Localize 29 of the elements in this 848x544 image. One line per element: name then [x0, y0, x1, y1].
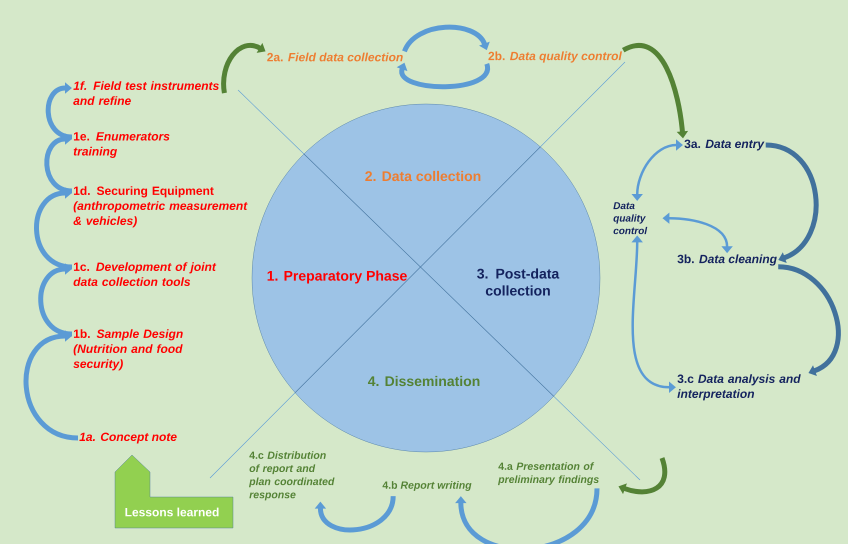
- phase-label: 2. Data collection: [365, 170, 480, 182]
- step-label: 1d. Securing Equipment (anthropometric measurement & vehicles): [73, 186, 248, 228]
- step-label: 1a. Concept note: [79, 432, 177, 444]
- curved-arrow: [46, 82, 72, 140]
- step-label: 1c. Development of joint data collection tools: [74, 262, 216, 286]
- step-label: 4.c Distribution of report and plan coordinated response: [248, 451, 335, 500]
- step-label: 1e. Enumerators training: [74, 132, 170, 158]
- step-label: 3.c Data analysis and interpretation: [677, 374, 801, 400]
- step-label: 4.b Report writing: [382, 481, 472, 491]
- curved-arrow: [24, 330, 78, 440]
- step-label: 3b. Data cleaning: [678, 254, 777, 266]
- step-label: 2a. Field data collection: [267, 52, 403, 62]
- step-label: 2b. Data quality control: [488, 51, 622, 63]
- curved-arrow: [402, 24, 490, 53]
- phase-label: 1. Preparatory Phase: [268, 270, 407, 284]
- phase-label: 4. Dissemination: [368, 376, 480, 386]
- step-label: 1b. Sample Design (Nutrition and food security): [73, 329, 183, 370]
- step-label: Data quality control: [613, 202, 648, 234]
- phase-label: 3. Post-data collection: [477, 268, 560, 296]
- curved-arrow: [778, 264, 841, 376]
- curved-arrow: [38, 263, 72, 336]
- step-label: 1f. Field test instruments and refine: [73, 81, 219, 106]
- curved-arrow: [314, 496, 396, 532]
- step-label: 3a. Data entry: [684, 140, 764, 150]
- curved-arrow: [765, 142, 819, 263]
- curved-arrow: [455, 488, 600, 544]
- step-label: 4.a Presentation of preliminary findings: [498, 462, 599, 486]
- phase-circle: [252, 104, 600, 452]
- lessons-learned-box: Lessons learned: [114, 454, 234, 528]
